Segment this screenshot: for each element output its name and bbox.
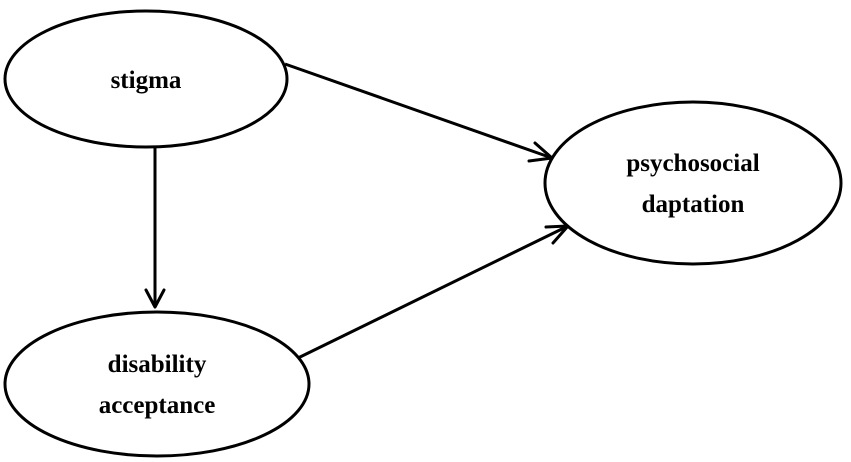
node-disability-acceptance-shape: [3, 310, 311, 458]
node-stigma-shape: [3, 9, 289, 149]
node-psychosocial-daptation-label-line-2: daptation: [642, 191, 745, 218]
node-disability-acceptance-label-line-2: acceptance: [99, 392, 216, 419]
node-disability-acceptance-label-line-1: disability: [108, 351, 207, 378]
arrowhead-icon: [144, 288, 166, 309]
edge-stigma-to-disability: [144, 146, 166, 309]
edge-line: [297, 224, 569, 360]
node-disability-acceptance: disability acceptance: [3, 310, 311, 458]
edge-line: [284, 62, 553, 160]
node-stigma: stigma: [3, 9, 289, 149]
node-psychosocial-daptation: psychosocial daptation: [543, 100, 843, 266]
node-stigma-label-line-1: stigma: [111, 67, 182, 94]
node-psychosocial-daptation-shape: [543, 100, 843, 266]
node-psychosocial-daptation-label-line-1: psychosocial: [626, 150, 759, 177]
